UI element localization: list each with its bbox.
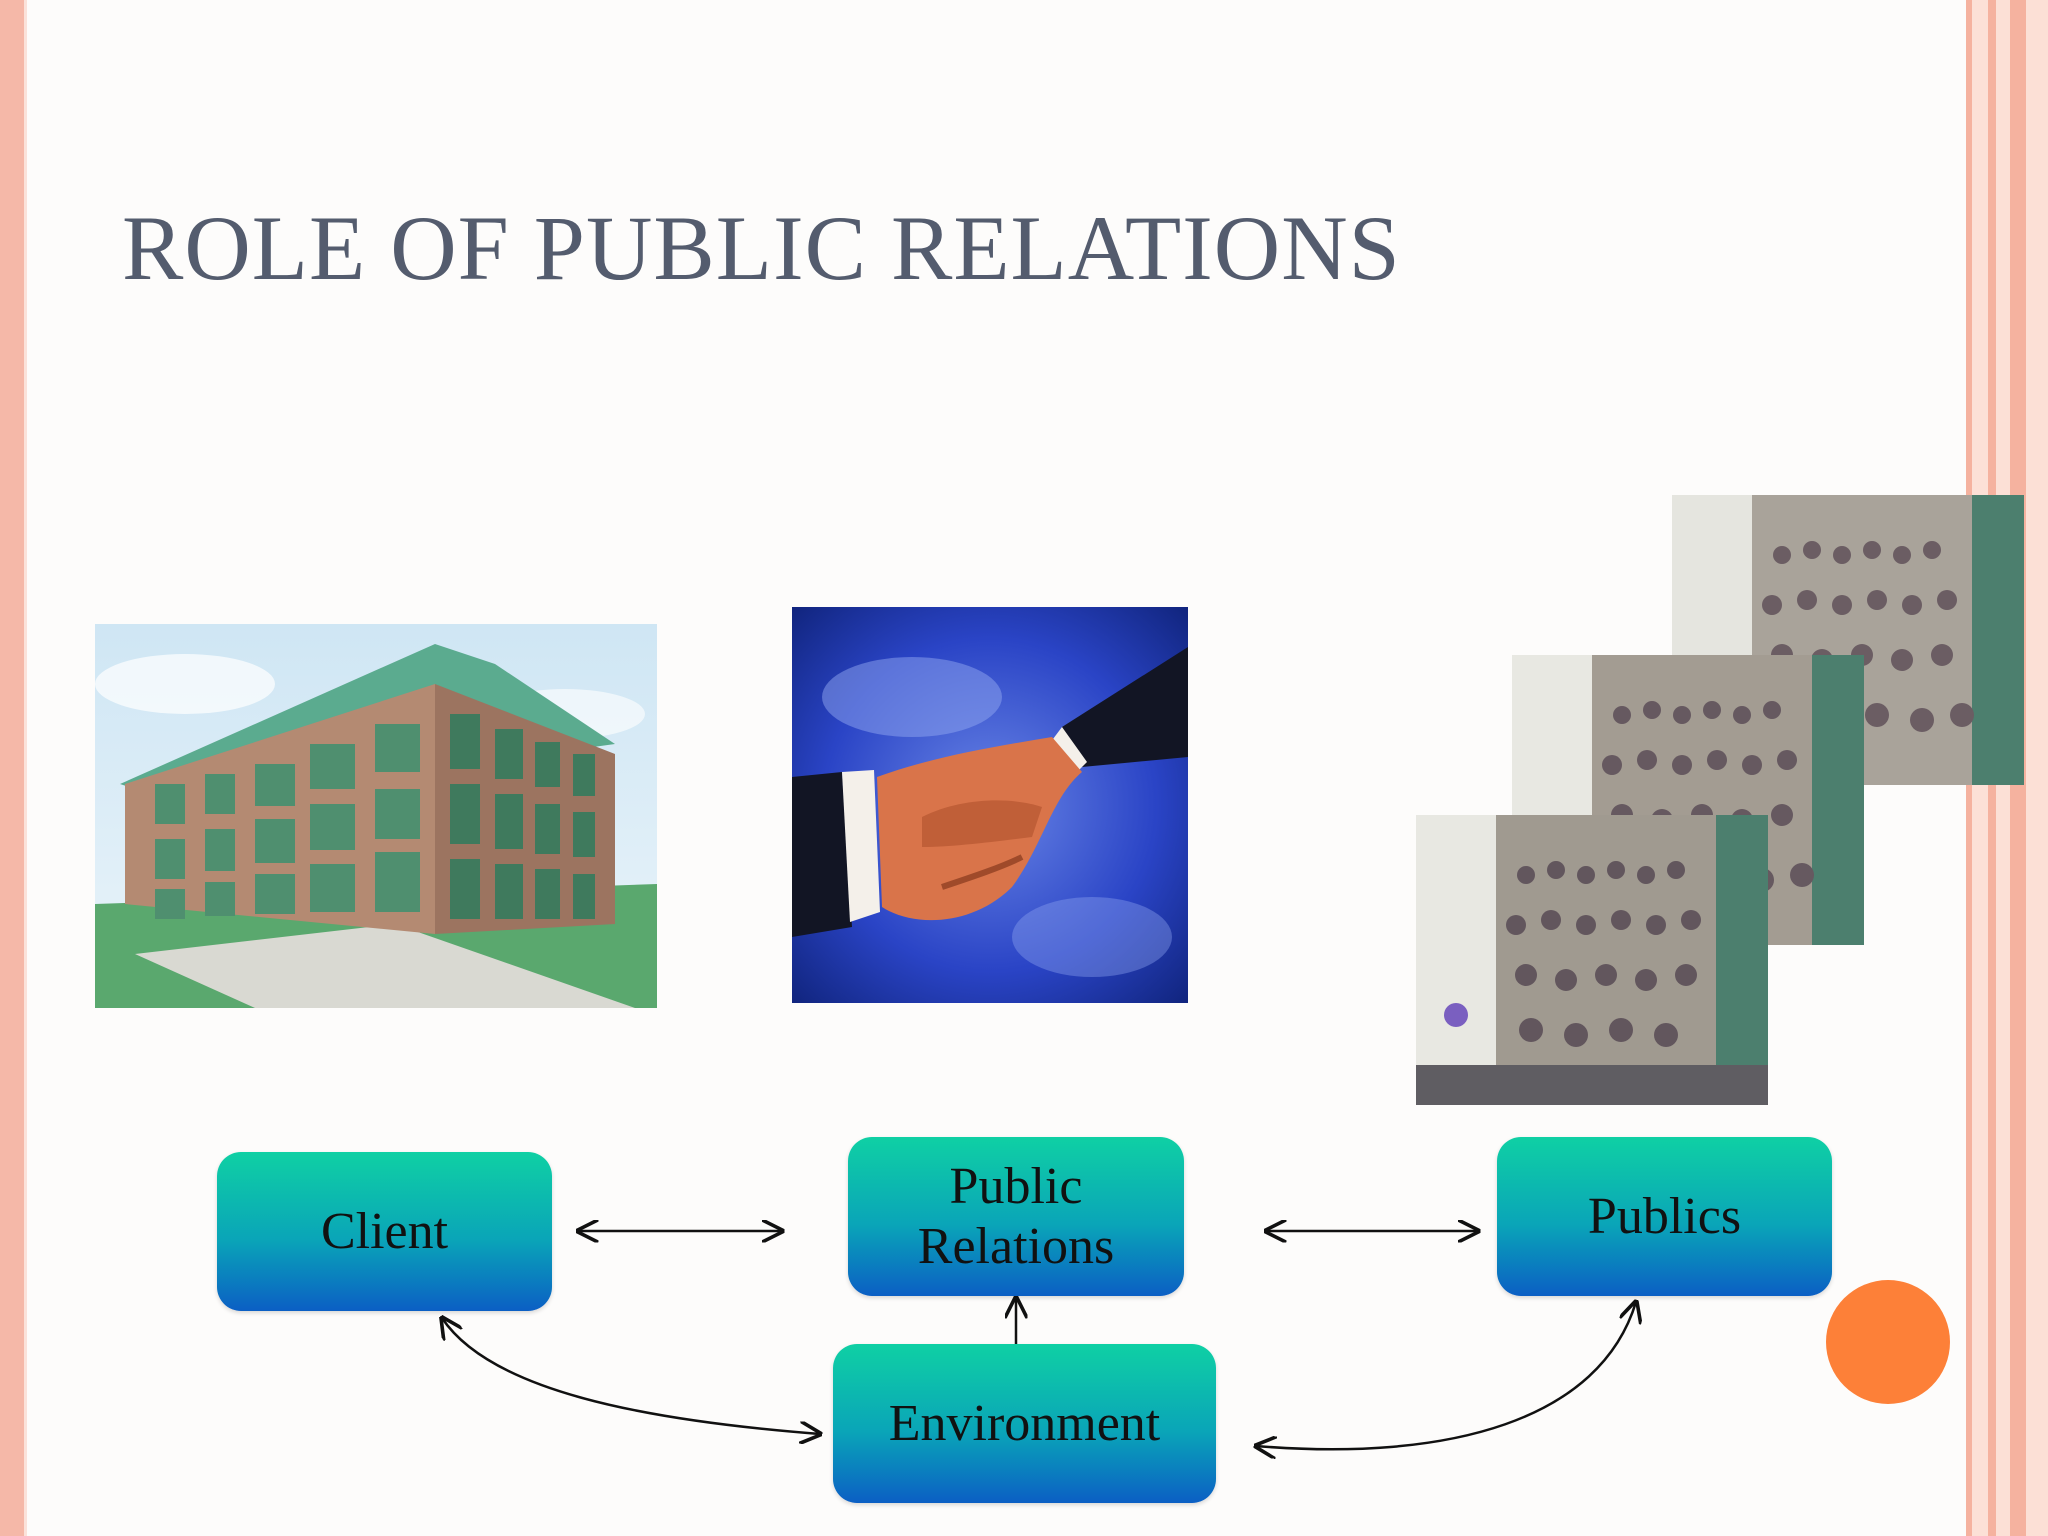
left-border-inner xyxy=(24,0,27,1536)
public-relations-label-line2: Relations xyxy=(917,1217,1115,1275)
environment-label: Environment xyxy=(888,1394,1161,1452)
orange-circle-decoration xyxy=(1826,1280,1950,1404)
publics-label: Publics xyxy=(1587,1187,1742,1245)
environment-node: Environment xyxy=(833,1344,1216,1503)
client-label: Client xyxy=(320,1202,449,1260)
slide-title: ROLE OF PUBLIC RELATIONS xyxy=(122,197,1401,299)
arrow-client-environment xyxy=(442,1318,820,1434)
left-border xyxy=(0,0,24,1536)
public-relations-label-line1: Public xyxy=(949,1157,1083,1215)
client-node: Client xyxy=(217,1152,552,1311)
public-relations-node: Public Relations xyxy=(848,1137,1184,1296)
building-image xyxy=(95,624,657,1008)
handshake-image xyxy=(792,607,1188,1003)
publics-node: Publics xyxy=(1497,1137,1832,1296)
arrow-environment-publics xyxy=(1256,1302,1636,1449)
crowd-image-front xyxy=(1416,815,1768,1105)
